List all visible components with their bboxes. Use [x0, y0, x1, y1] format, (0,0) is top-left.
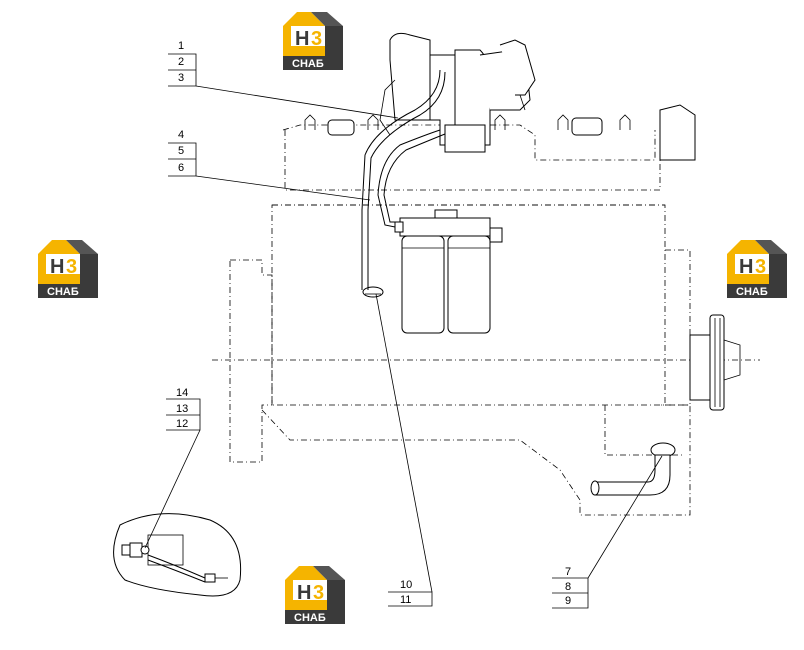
- callout-label-10: 10: [400, 579, 412, 591]
- callout-label-4: 4: [178, 129, 184, 141]
- callout-label-7: 7: [565, 566, 571, 578]
- callout-10-11: 10 11: [388, 579, 433, 607]
- watermark-logo-right: H 3 СНАБ: [727, 240, 787, 298]
- watermark-caption: СНАБ: [292, 58, 324, 70]
- watermark-letter-h: H: [295, 28, 309, 50]
- turbo-assembly: [304, 32, 696, 161]
- watermark-logo-left: H 3 СНАБ: [38, 240, 98, 298]
- oil-pan-elbow: [590, 442, 676, 496]
- callout-12-14: 14 13 12: [166, 387, 201, 431]
- callout-label-12: 12: [176, 418, 188, 430]
- watermark-letter-3: 3: [313, 582, 324, 604]
- callout-label-14: 14: [176, 387, 188, 399]
- callout-label-5: 5: [178, 145, 184, 157]
- watermark-letter-h: H: [50, 256, 64, 278]
- watermark-letter-3: 3: [755, 256, 766, 278]
- watermark-caption: СНАБ: [294, 612, 326, 624]
- callout-4-6: 4 5 6: [168, 129, 197, 177]
- watermark-letter-3: 3: [311, 28, 322, 50]
- callout-label-11: 11: [400, 594, 411, 606]
- watermark-letter-h: H: [297, 582, 311, 604]
- leader-lines: [144, 85, 663, 593]
- engine-block: [212, 124, 760, 516]
- callout-label-9: 9: [565, 595, 571, 607]
- callout-7-9: 7 8 9: [552, 566, 589, 609]
- callout-label-6: 6: [178, 162, 184, 174]
- callout-label-1: 1: [178, 40, 184, 52]
- callout-label-8: 8: [565, 581, 571, 593]
- callout-label-2: 2: [178, 56, 184, 68]
- watermark-caption: СНАБ: [736, 286, 768, 298]
- callout-label-3: 3: [178, 72, 184, 84]
- detail-view: [113, 513, 242, 597]
- fuel-filters: [394, 209, 503, 334]
- pipe-lines: [361, 69, 446, 298]
- callout-label-13: 13: [176, 403, 188, 415]
- callout-1-3: 1 2 3: [168, 40, 197, 87]
- watermark-letter-3: 3: [66, 256, 77, 278]
- watermark-logo-top: H 3 СНАБ: [283, 12, 343, 70]
- watermark-letter-h: H: [739, 256, 753, 278]
- watermark-caption: СНАБ: [47, 286, 79, 298]
- watermark-logo-bottom: H 3 СНАБ: [285, 566, 345, 624]
